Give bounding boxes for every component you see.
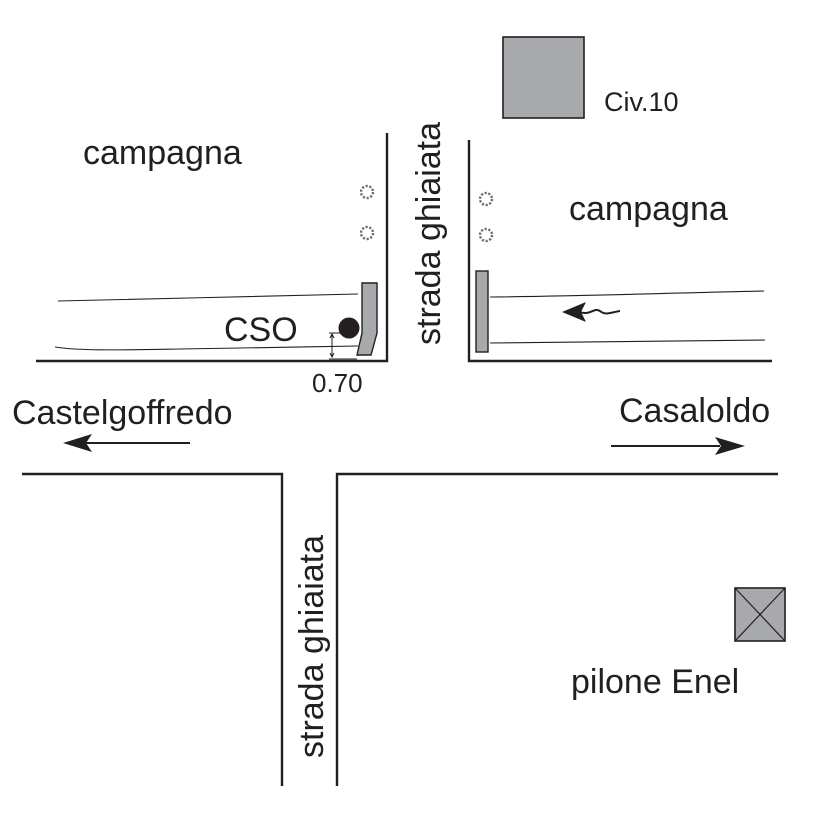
field-top-right-label: campagna — [569, 190, 728, 228]
tree-icon — [478, 227, 494, 243]
south-road-east-edge — [335, 472, 778, 786]
pylon-icon — [734, 587, 786, 642]
tree-icon — [478, 191, 494, 207]
outfall-height-label: 0.70 — [312, 368, 363, 398]
north-road-east-edge — [467, 140, 772, 363]
direction-west-label: Castelgoffredo — [12, 394, 233, 432]
outfall-label: CSO — [224, 311, 298, 349]
ditch-west-lower — [54, 345, 359, 351]
tree-icon — [359, 225, 375, 241]
house-number-label: Civ.10 — [604, 87, 679, 117]
gravel-road-north-label: strada ghiaiata — [410, 122, 448, 345]
arrow-icon — [63, 434, 190, 452]
tree-icon — [359, 184, 375, 200]
flow-arrow-icon — [562, 302, 621, 322]
trees-west — [359, 184, 375, 241]
ditches — [54, 290, 766, 351]
building-icon — [502, 36, 585, 119]
headwall-icon — [356, 282, 378, 356]
south-road-west-edge — [22, 472, 284, 786]
direction-east-label: Casaloldo — [619, 392, 770, 430]
headwall-icon — [475, 270, 489, 353]
gravel-road-south-label: strada ghiaiata — [293, 535, 331, 758]
ditch-west-upper — [57, 293, 359, 302]
trees-east — [478, 191, 494, 243]
ditch-east-upper — [489, 290, 765, 298]
arrow-icon — [611, 437, 745, 455]
cso-point-icon — [338, 317, 360, 339]
outfall-height-dimension — [329, 332, 357, 360]
field-top-left-label: campagna — [83, 134, 242, 172]
north-road-west-edge — [36, 133, 389, 363]
road-network — [22, 133, 778, 786]
ditch-east-lower — [489, 339, 766, 344]
power-pylon-label: pilone Enel — [571, 663, 739, 701]
